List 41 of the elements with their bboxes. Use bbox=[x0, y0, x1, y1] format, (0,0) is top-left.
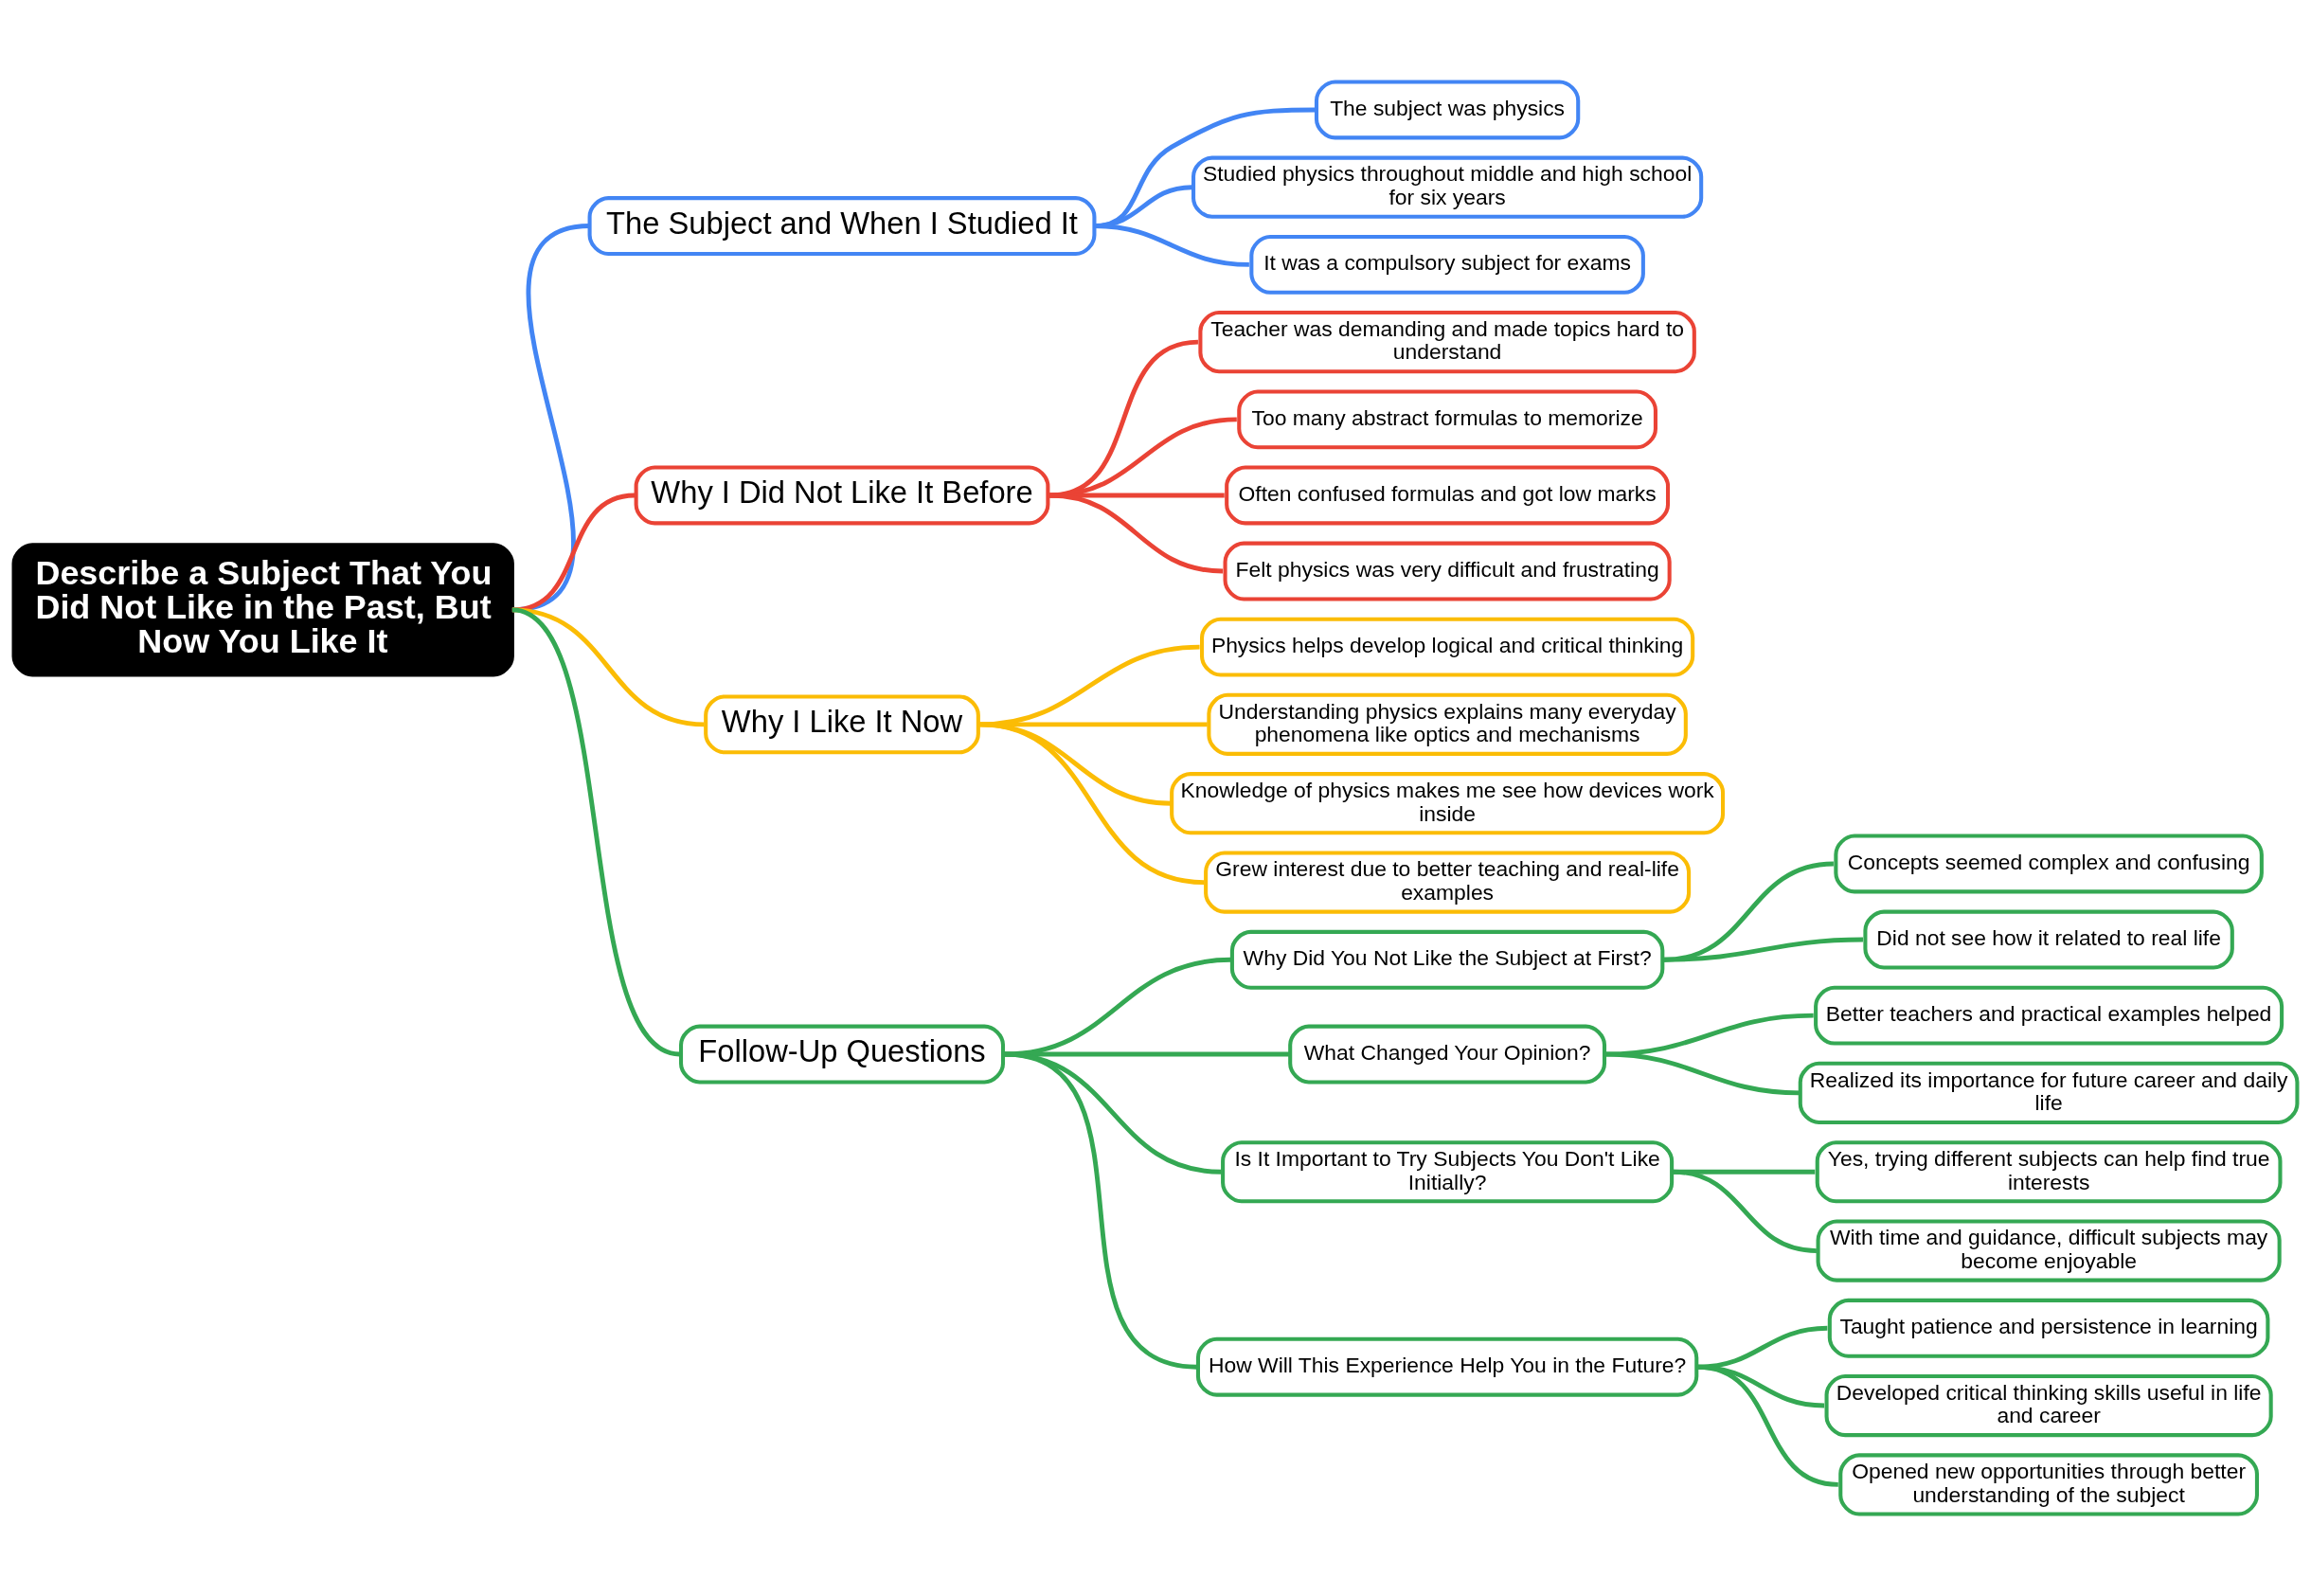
connector bbox=[979, 722, 1208, 727]
node-box: Concepts seemed complex and confusing bbox=[1834, 834, 2264, 894]
node-box: Yes, trying different subjects can help find true interests bbox=[1815, 1140, 2283, 1204]
connector bbox=[1663, 937, 1863, 962]
node-box: Grew interest due to better teaching and real-life examples bbox=[1204, 851, 1692, 914]
connector bbox=[1094, 224, 1249, 267]
node-box: Why I Like It Now bbox=[704, 694, 980, 755]
node-box: Knowledge of physics makes me see how devices work inside bbox=[1170, 772, 1726, 835]
node-box: Teacher was demanding and made topics hard to understand bbox=[1198, 311, 1696, 374]
connector bbox=[979, 722, 1205, 885]
node-box: The subject was physics bbox=[1314, 80, 1581, 140]
node-box: Better teachers and practical examples helped bbox=[1814, 985, 2284, 1046]
node-box: Physics helps develop logical and critical thinking bbox=[1200, 617, 1695, 677]
node-box: It was a compulsory subject for exams bbox=[1249, 234, 1645, 295]
connector bbox=[1673, 1169, 1818, 1254]
connector bbox=[511, 607, 681, 1057]
node-box: Describe a Subject That You Did Not Like in the Past, But Now You Like It bbox=[11, 543, 514, 677]
connector bbox=[1048, 493, 1224, 574]
node-box: Did not see how it related to real life bbox=[1863, 909, 2234, 970]
connector bbox=[1697, 1364, 1839, 1487]
node-box: The Subject and When I Studied It bbox=[587, 196, 1097, 256]
node-box: Studied physics throughout middle and high school for six years bbox=[1191, 155, 1704, 219]
connector bbox=[1048, 417, 1237, 498]
node-box: With time and guidance, difficult subjects may become enjoyable bbox=[1816, 1219, 2282, 1282]
node-box: Understanding physics explains many everyday phenomena like optics and mechanisms bbox=[1207, 692, 1688, 756]
node-box: Why I Did Not Like It Before bbox=[634, 465, 1050, 526]
node-box: What Changed Your Opinion? bbox=[1288, 1024, 1607, 1085]
connector bbox=[1604, 1013, 1814, 1057]
node-box: Is It Important to Try Subjects You Don't Like Initially? bbox=[1221, 1140, 1675, 1204]
connector bbox=[1004, 1051, 1197, 1370]
node-box: Too many abstract formulas to memorize bbox=[1237, 389, 1657, 450]
node-box: Felt physics was very difficult and frustrating bbox=[1223, 541, 1672, 601]
node-box: Follow-Up Questions bbox=[678, 1024, 1006, 1085]
node-box: Often confused formulas and got low marks bbox=[1225, 465, 1671, 526]
node-box: Opened new opportunities through better understanding of the subject bbox=[1838, 1453, 2259, 1516]
node-box: Developed critical thinking skills useful in life and career bbox=[1824, 1373, 2273, 1438]
connector bbox=[1604, 1051, 1800, 1096]
node-box: Taught patience and persistence in learning bbox=[1827, 1298, 2270, 1358]
node-box: Realized its importance for future career and daily life bbox=[1798, 1061, 2300, 1124]
node-box: Why Did You Not Like the Subject at First? bbox=[1229, 929, 1665, 990]
node-box: How Will This Experience Help You in the Future? bbox=[1195, 1336, 1699, 1397]
